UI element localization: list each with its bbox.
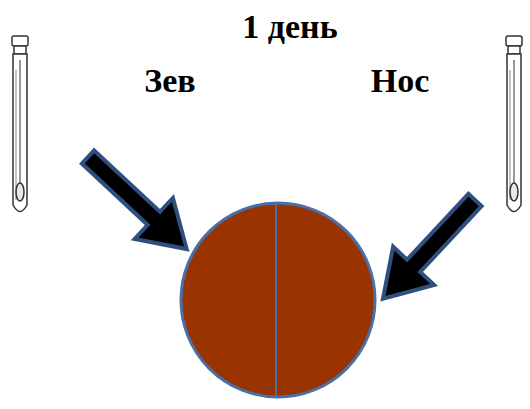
sample-label: Зев [144,62,195,99]
title: 1 день [242,8,337,45]
arrow [362,181,495,318]
test-tube [12,36,28,212]
test-tube [506,36,522,212]
dish-divider [275,204,277,396]
sample-label: Нос [371,62,430,99]
arrow [69,137,206,270]
petri-dish [181,203,375,397]
